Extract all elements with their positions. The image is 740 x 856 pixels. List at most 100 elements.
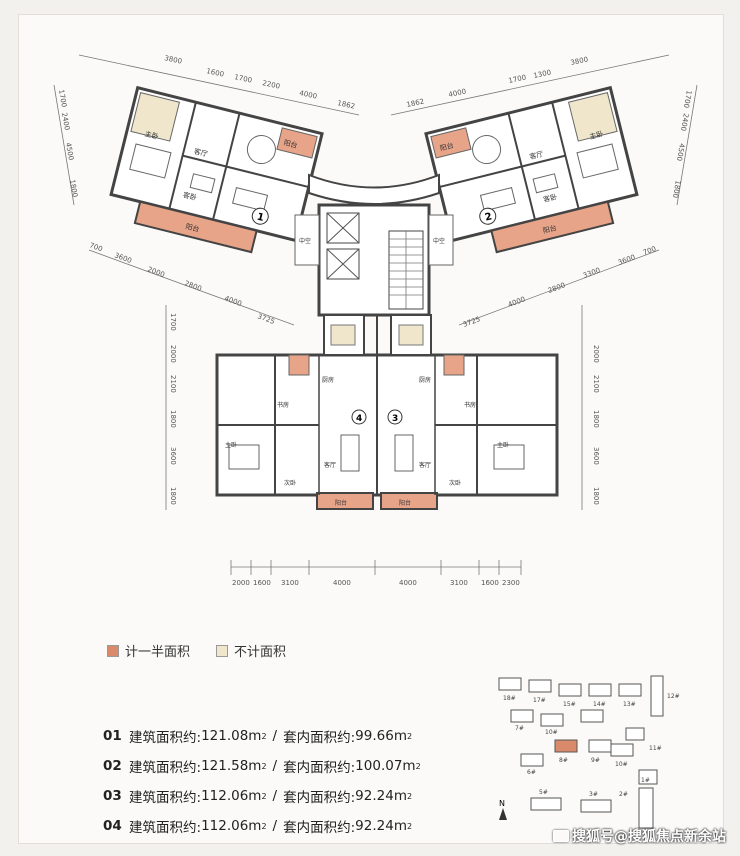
bldg-13: 13# (623, 701, 636, 708)
room-master-bed-3: 主卧 (497, 441, 509, 449)
room-balcony-2a: 阳台 (439, 141, 455, 153)
floor-plan: 3800 1600 1700 2200 4000 1862 1862 4000 … (53, 54, 698, 587)
room-balcony-4: 阳台 (335, 499, 347, 507)
unit-number-1: 1 (256, 212, 265, 224)
room-balcony-1b: 阳台 (185, 222, 201, 234)
legend-label-none: 不计面积 (234, 645, 287, 660)
gross-value: 112.06m (201, 788, 262, 804)
dim-top-right-2: 1700 (508, 73, 527, 85)
dim-top-left-3: 2200 (262, 79, 281, 91)
room-bedroom-1: 客卧 (182, 190, 198, 202)
inner-value: 92.24m (355, 818, 407, 834)
dim-mid-right-0: 3725 (462, 315, 481, 329)
unit-number-4: 4 (356, 414, 362, 424)
bldg-1: 1# (641, 777, 650, 784)
dim-bottom-7: 2300 (502, 579, 520, 587)
gross-label: 建筑面积约: (129, 820, 202, 836)
inner-label: 套内面积约: (283, 760, 356, 776)
bldg-2: 2# (619, 791, 628, 798)
dim-side-left-1: 2400 (60, 112, 71, 131)
bldg-14: 14# (593, 701, 606, 708)
dim-side-left-3: 1800 (68, 179, 79, 198)
room-bedroom-2: 客卧 (542, 192, 558, 204)
room-living-1: 客厅 (193, 146, 209, 158)
dim-mid-right-5: 700 (642, 245, 657, 257)
gross-value: 121.08m (201, 728, 262, 744)
area-code: 03 (103, 788, 122, 804)
lower-block: 4 3 主卧 主卧 次卧 次卧 客厅 客厅 书房 书房 厨房 厨房 阳台 阳台 (215, 314, 559, 510)
dim-lower-left-1: 2000 (169, 345, 177, 363)
room-living-4: 客厅 (324, 461, 336, 469)
gross-label: 建筑面积约: (129, 760, 202, 776)
dimension-lines (53, 54, 698, 575)
corridor (308, 173, 440, 205)
bldg-10b: 10# (615, 761, 628, 768)
dim-top-right-1: 4000 (448, 87, 467, 99)
dim-side-right-2: 4500 (675, 143, 686, 162)
gross-label: 建筑面积约: (129, 790, 202, 806)
unit-2-wing: 2 主卧 客厅 客卧 阳台 阳台 (424, 85, 639, 254)
room-master-bed-1: 主卧 (144, 129, 160, 141)
north-arrow-icon: N (499, 799, 507, 820)
inner-label: 套内面积约: (283, 730, 356, 746)
gross-label: 建筑面积约: (129, 730, 202, 746)
inner-value: 100.07m (355, 758, 416, 774)
room-balcony-2b: 阳台 (542, 223, 558, 235)
dim-top-right-4: 3800 (570, 55, 589, 67)
dim-mid-left-2: 2000 (146, 265, 165, 279)
dim-mid-right-3: 3300 (582, 266, 601, 280)
legend: 计一半面积 不计面积 (107, 641, 286, 660)
dim-bottom-0: 2000 (232, 579, 250, 587)
bldg-10a: 10# (545, 729, 558, 736)
highlighted-building (554, 739, 578, 753)
dim-side-left-2: 4500 (64, 142, 75, 161)
bldg-17: 17# (533, 697, 546, 704)
bldg-3: 3# (589, 791, 598, 798)
room-kids-3: 次卧 (449, 479, 461, 487)
dim-mid-right-1: 4000 (507, 295, 526, 309)
dim-side-right-3: 1800 (671, 180, 682, 199)
room-living-2: 客厅 (529, 149, 545, 161)
watermark-text: 搜狐号@搜狐焦点新余站 (572, 829, 726, 845)
room-study-3: 书房 (464, 401, 476, 409)
bldg-9: 9# (591, 757, 600, 764)
inner-value: 99.66m (355, 728, 407, 744)
dim-lower-left-4: 3600 (169, 447, 177, 465)
dim-side-left-0: 1700 (57, 89, 68, 108)
area-code: 02 (103, 758, 122, 774)
dim-lower-right-1: 2100 (592, 375, 600, 393)
dim-top-left-2: 1700 (234, 73, 253, 85)
floor-plan-sheet: 3800 1600 1700 2200 4000 1862 1862 4000 … (18, 14, 724, 844)
dim-bottom-6: 1600 (481, 579, 499, 587)
inner-label: 套内面积约: (283, 790, 356, 806)
unit-1-wing: 1 主卧 客厅 客卧 阳台 阳台 (109, 85, 324, 254)
bldg-18: 18# (503, 695, 516, 702)
dim-lower-right-4: 1800 (592, 487, 600, 505)
unit-number-3: 3 (392, 414, 398, 424)
dim-lower-left-3: 1800 (169, 410, 177, 428)
bldg-11: 11# (649, 745, 662, 752)
dim-bottom-3: 4000 (333, 579, 351, 587)
dim-lower-right-2: 1800 (592, 410, 600, 428)
dim-bottom-2: 3100 (281, 579, 299, 587)
legend-label-half: 计一半面积 (125, 645, 191, 660)
gross-value: 121.58m (201, 758, 262, 774)
inner-label: 套内面积约: (283, 820, 356, 836)
bldg-5: 5# (539, 789, 548, 796)
room-balcony-3: 阳台 (399, 499, 411, 507)
building-core: 中空 中空 (294, 203, 454, 317)
camera-icon (553, 830, 569, 842)
dim-bottom-4: 4000 (399, 579, 417, 587)
watermark: 搜狐号@搜狐焦点新余站 (553, 826, 726, 846)
area-code: 01 (103, 728, 122, 744)
dim-lower-right-0: 2000 (592, 345, 600, 363)
dim-bottom-1: 1600 (253, 579, 271, 587)
dim-lower-right-3: 3600 (592, 447, 600, 465)
dim-top-left-0: 3800 (164, 54, 183, 66)
room-master-bed-4: 主卧 (225, 441, 237, 449)
area-code: 04 (103, 818, 122, 834)
